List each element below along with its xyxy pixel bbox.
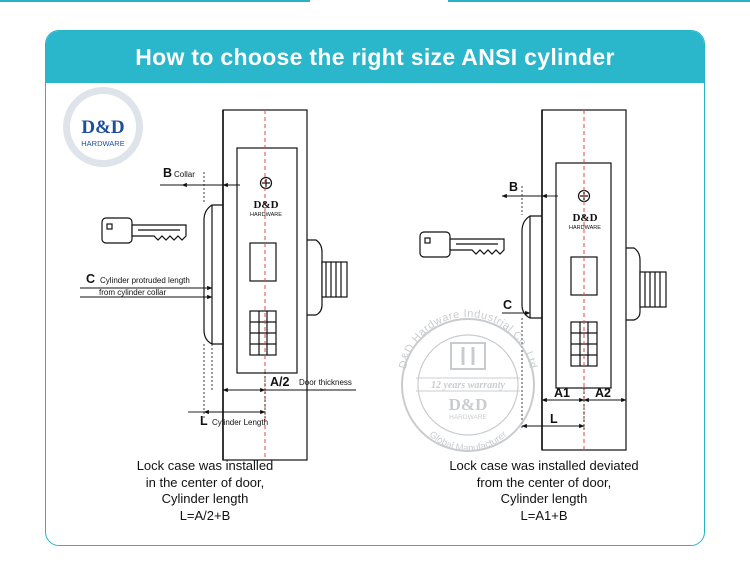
label-c-left: C	[86, 272, 95, 286]
top-accent-line	[0, 0, 750, 3]
right-caption-line-1: Lock case was installed deviated	[449, 458, 639, 473]
right-caption-line-3: Cylinder length	[500, 491, 588, 506]
label-c-text-2: from cylinder collar	[99, 288, 166, 297]
right-caption-line-4: L=A1+B	[520, 507, 568, 523]
watermark-bottom-text: Global Manufacturer	[427, 429, 509, 454]
watermark-brand: D&D	[449, 395, 488, 414]
label-door-thickness: Door thickness	[299, 378, 352, 387]
lock-sub-right: HARDWARE	[569, 225, 601, 231]
right-lock-diagram	[419, 109, 667, 451]
right-caption: Lock case was installed deviated from th…	[414, 458, 674, 524]
label-c-text-1: Cylinder protruded length	[100, 276, 190, 285]
left-caption: Lock case was installed in the center of…	[75, 458, 335, 524]
label-cylinder-length: Cylinder Length	[212, 418, 268, 427]
logo-sub: HARDWARE	[81, 139, 124, 148]
logo-brand: D&D	[81, 117, 124, 138]
key-icon-right	[419, 231, 505, 258]
label-l-right: L	[550, 412, 558, 426]
watermark-sub: HARDWARE	[449, 414, 487, 421]
left-lock-diagram	[80, 109, 356, 461]
lock-sub-left: HARDWARE	[250, 212, 282, 218]
warranty-watermark: D&D Hardware Industrial Co.,Ltd Global M…	[397, 308, 539, 454]
watermark-ring-text: D&D Hardware Industrial Co.,Ltd	[397, 308, 539, 370]
lock-brand-left: D&D	[253, 199, 278, 211]
key-icon-left	[101, 217, 187, 244]
lock-brand-right: D&D	[572, 212, 597, 224]
dd-hardware-logo: D&D HARDWARE	[63, 87, 143, 167]
label-collar: Collar	[174, 170, 195, 179]
right-caption-line-2: from the center of door,	[476, 474, 612, 490]
left-caption-line-4: L=A/2+B	[179, 507, 231, 523]
label-a2-right: A2	[595, 386, 611, 400]
label-b-right: B	[509, 180, 518, 194]
page-title: How to choose the right size ANSI cylind…	[135, 43, 615, 70]
label-l-left: L	[200, 414, 208, 428]
left-caption-line-2: in the center of door,	[145, 474, 265, 490]
label-a1-right: A1	[554, 386, 570, 400]
left-caption-line-3: Cylinder length	[161, 491, 249, 506]
title-banner: How to choose the right size ANSI cylind…	[46, 31, 704, 83]
label-a2-left: A/2	[270, 375, 290, 389]
left-caption-line-1: Lock case was installed	[136, 458, 274, 473]
watermark-warranty: 12 years warranty	[431, 380, 505, 391]
label-c-right: C	[503, 298, 512, 312]
label-b-left: B	[163, 166, 172, 180]
